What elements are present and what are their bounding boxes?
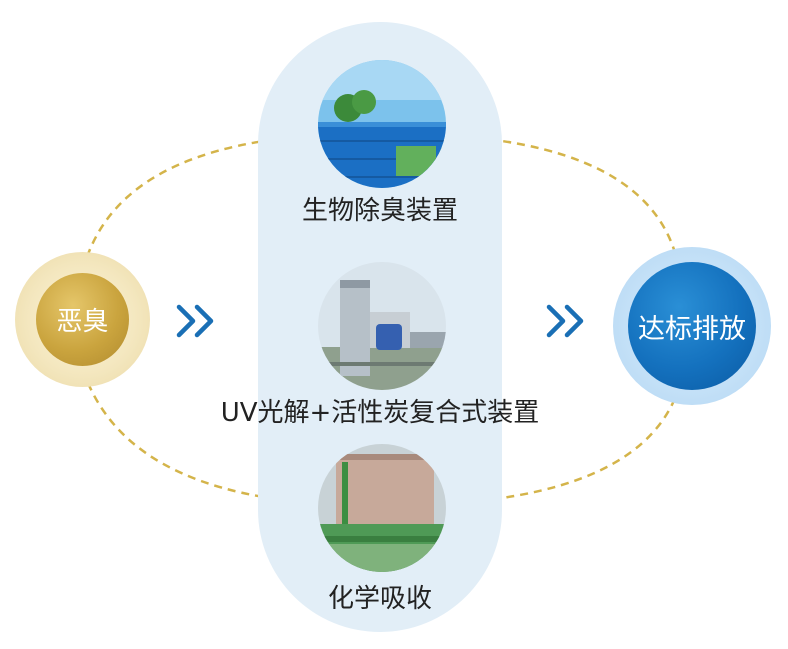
chemical-absorption-photo: [318, 444, 446, 572]
method-label-bio: 生物除臭装置: [301, 196, 459, 226]
lower-dashed-path: [81, 369, 678, 507]
double-chevron-right-icon: [546, 304, 584, 338]
bio-deodorization-photo: [318, 60, 446, 188]
source-node: 恶臭: [36, 273, 129, 366]
method-label-chemical: 化学吸收: [327, 584, 433, 614]
source-label: 恶臭: [56, 307, 109, 337]
target-node: 达标排放: [628, 262, 756, 390]
target-label: 达标排放: [638, 313, 746, 345]
uv-carbon-device-photo: [318, 262, 446, 390]
method-label-uv-carbon: UV光解+活性炭复合式装置: [220, 398, 540, 428]
double-chevron-right-icon: [176, 304, 214, 338]
